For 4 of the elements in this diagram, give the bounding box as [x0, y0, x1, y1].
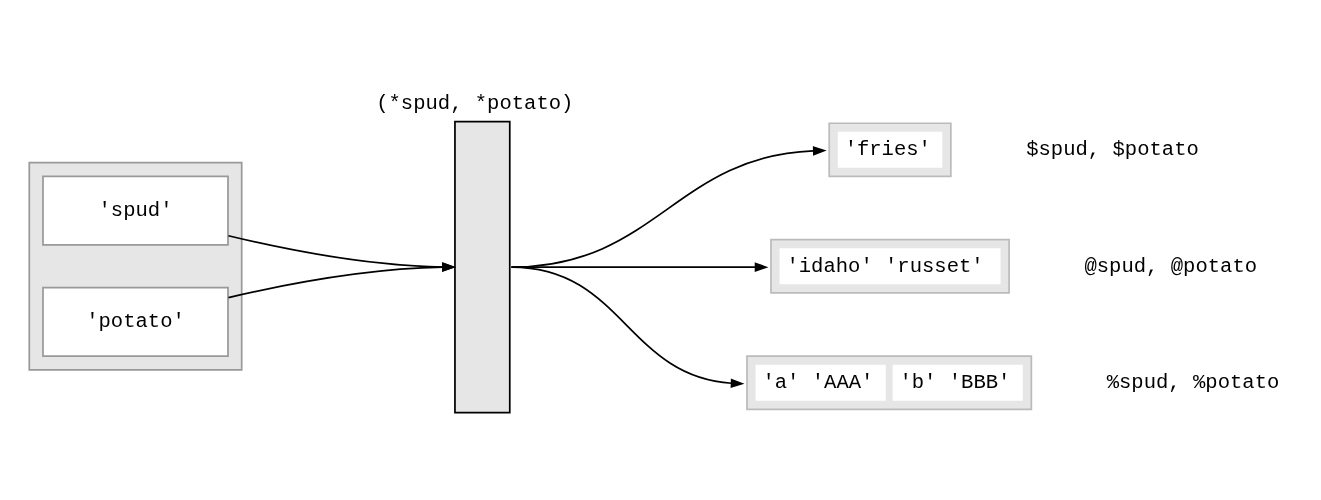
node-label: %spud, %potato: [1106, 371, 1280, 395]
node-label: @spud, @potato: [1084, 254, 1258, 278]
node-label: (*spud, *potato): [376, 91, 574, 115]
node-label: $spud, $potato: [1026, 138, 1199, 162]
